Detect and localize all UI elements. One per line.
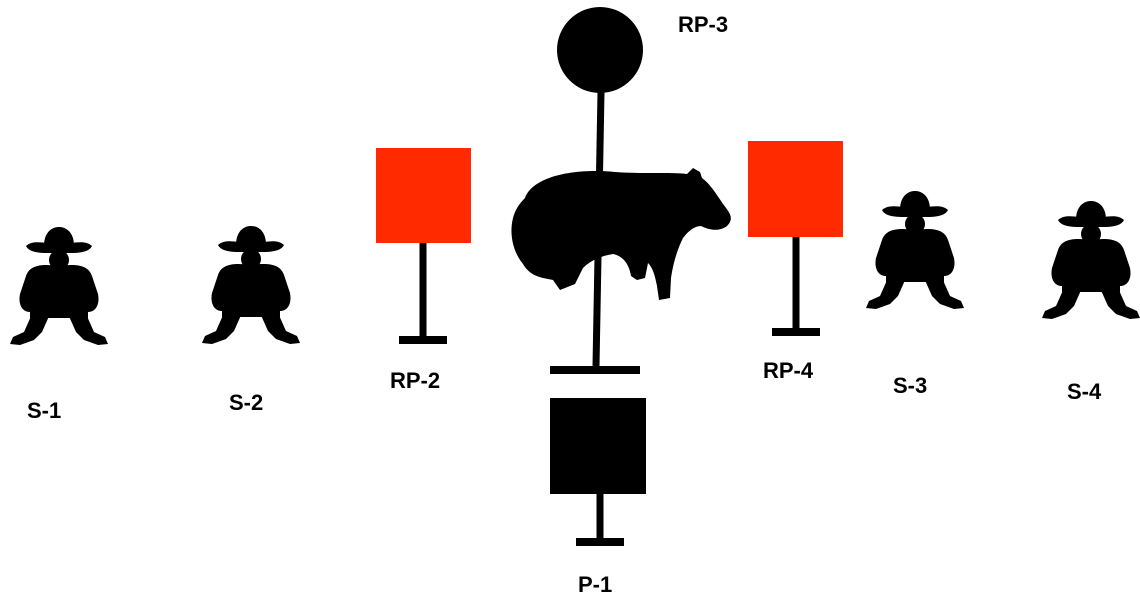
p1-top-bar bbox=[550, 366, 640, 374]
rp2-plate bbox=[376, 148, 471, 243]
rp2-base bbox=[399, 336, 447, 344]
rp3-label: RP-3 bbox=[678, 12, 729, 37]
p1-base bbox=[576, 538, 624, 546]
rp4-base bbox=[772, 328, 820, 336]
s2-label: S-2 bbox=[229, 390, 264, 415]
s2-shooter-icon bbox=[202, 226, 300, 344]
bear-icon bbox=[511, 168, 731, 300]
rp3-plate bbox=[557, 7, 643, 93]
rp4-plate bbox=[748, 141, 843, 237]
s3-shooter-icon bbox=[866, 191, 964, 309]
p1-target bbox=[550, 366, 646, 546]
rp4-target bbox=[748, 141, 843, 336]
s4-label: S-4 bbox=[1067, 379, 1102, 404]
s3-label: S-3 bbox=[893, 373, 928, 398]
p1-plate bbox=[550, 398, 646, 494]
rp2-label: RP-2 bbox=[390, 368, 441, 393]
s1-shooter-icon bbox=[10, 227, 108, 345]
s4-shooter-icon bbox=[1042, 201, 1140, 319]
rp4-label: RP-4 bbox=[763, 358, 814, 383]
s1-label: S-1 bbox=[27, 398, 62, 423]
p1-label: P-1 bbox=[578, 572, 613, 597]
rp2-target bbox=[376, 148, 471, 344]
